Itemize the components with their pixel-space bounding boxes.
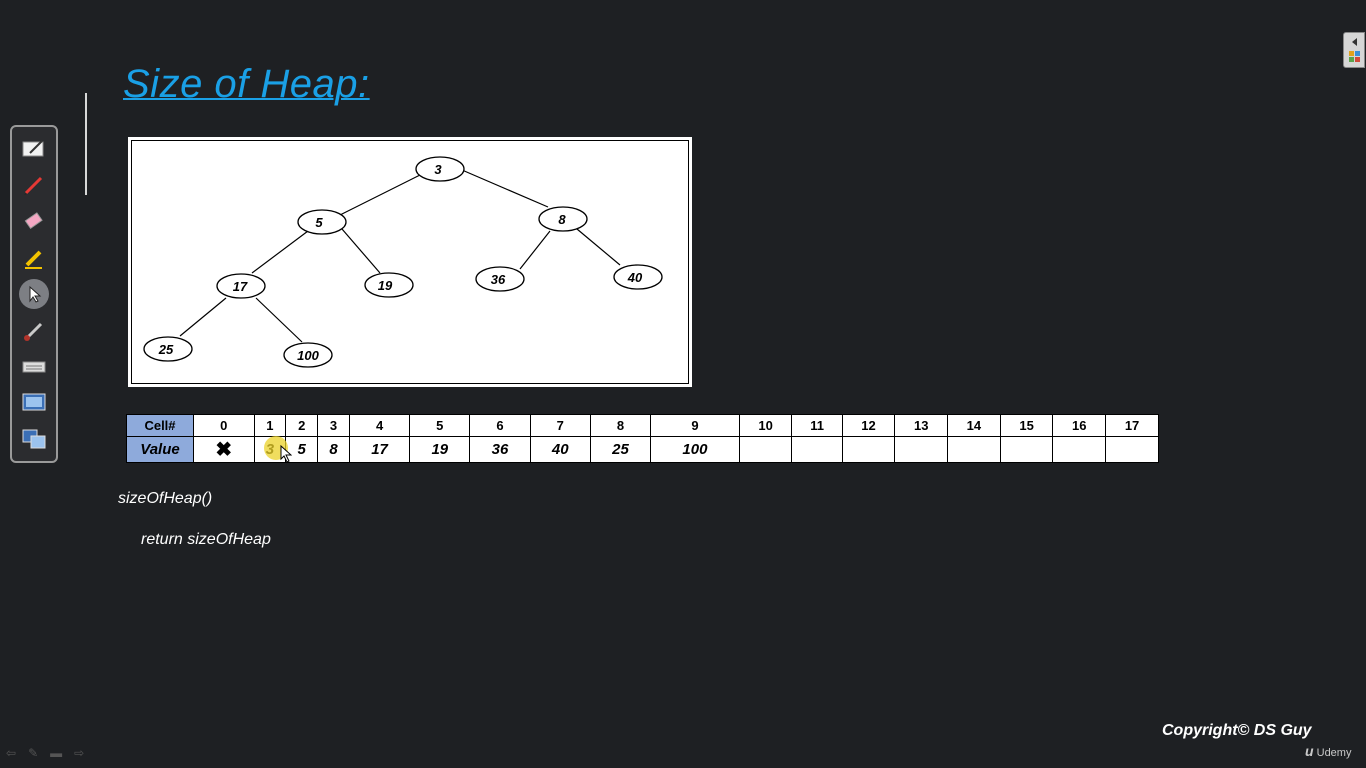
cell-index: 11 [791, 414, 843, 437]
slide-title: Size of Heap: [123, 62, 370, 106]
tree-node [364, 272, 414, 298]
tree-edge [576, 228, 621, 266]
cell-value: 8 [317, 436, 350, 463]
tree-node [283, 342, 333, 368]
copyright-text: Copyright© DS Guy [1162, 722, 1312, 739]
highlighter-icon[interactable] [19, 243, 49, 273]
tree-edge [339, 174, 421, 216]
cell-value [1105, 436, 1159, 463]
select-pointer-icon[interactable] [19, 279, 49, 309]
tree-edge [251, 230, 309, 274]
code-return-statement: return sizeOfHeap [141, 531, 271, 548]
cell-index: 9 [650, 414, 740, 437]
tree-node [216, 273, 266, 299]
tree-node [415, 156, 465, 182]
cell-index: 3 [317, 414, 350, 437]
row-header: Cell# [126, 414, 194, 437]
cell-value: 100 [650, 436, 740, 463]
tree-node-label: 25 [158, 342, 174, 357]
drawing-toolbar [10, 125, 58, 463]
switch-screen-icon[interactable] [19, 424, 49, 454]
back-arrow-icon[interactable]: ⇦ [6, 746, 17, 760]
tree-node [143, 336, 193, 362]
tree-node-label: 19 [378, 278, 393, 293]
tree-edge [255, 297, 303, 343]
brush-icon[interactable] [19, 316, 49, 346]
cell-index: 8 [589, 414, 652, 437]
cell-value [738, 436, 793, 463]
row-header: Value [126, 436, 194, 463]
cell-index: 4 [348, 414, 411, 437]
tree-edge [519, 230, 551, 270]
cell-value: 25 [589, 436, 652, 463]
tree-node-label: 36 [491, 272, 506, 287]
cell-index: 16 [1052, 414, 1107, 437]
cell-index: 13 [894, 414, 949, 437]
udemy-logo: u Udemy [1305, 743, 1352, 759]
tree-node [613, 264, 663, 290]
tree-node [538, 206, 588, 232]
tree-node-label: 17 [233, 279, 248, 294]
cell-value [894, 436, 949, 463]
keyboard-icon[interactable] [19, 352, 49, 382]
cell-index: 12 [841, 414, 896, 437]
cell-index: 17 [1105, 414, 1159, 437]
pen-small-icon[interactable]: ✎ [28, 746, 39, 760]
cell-value [947, 436, 1001, 463]
tree-edge [179, 297, 227, 337]
pen-icon[interactable] [19, 170, 49, 200]
forward-arrow-icon[interactable]: ⇨ [74, 746, 85, 760]
cell-index: 1 [253, 414, 287, 437]
cell-index: 0 [193, 414, 255, 437]
collapsed-panel-tab[interactable] [1343, 32, 1365, 68]
tree-node-label: 5 [315, 215, 323, 230]
code-function-signature: sizeOfHeap() [118, 490, 213, 507]
cell-value [841, 436, 896, 463]
cell-index: 15 [999, 414, 1054, 437]
tree-node-label: 8 [558, 212, 566, 227]
whiteboard-icon[interactable] [19, 134, 49, 164]
cell-index: 10 [738, 414, 793, 437]
cell-index: 2 [285, 414, 319, 437]
slide-nav: ⇦ ✎ ▬ ⇨ [6, 746, 84, 760]
cell-value [791, 436, 843, 463]
eraser-icon[interactable] [19, 207, 49, 237]
annotation-stroke [85, 93, 87, 195]
cell-value [1052, 436, 1107, 463]
cell-index: 14 [947, 414, 1001, 437]
cell-index: 6 [469, 414, 531, 437]
cell-value: 19 [409, 436, 471, 463]
tree-edge [461, 169, 549, 208]
panel-expand-icon [1349, 38, 1360, 62]
screen-capture-icon[interactable] [19, 388, 49, 418]
tree-node-label: 40 [627, 270, 643, 285]
heap-tree-diagram: 3 5 8 17 19 36 40 25 100 [128, 137, 692, 387]
cell-value: 40 [529, 436, 591, 463]
menu-icon[interactable]: ▬ [50, 746, 63, 760]
udemy-logo-text: Udemy [1316, 747, 1352, 759]
unused-cell-marker: ✖ [193, 436, 255, 463]
cell-index: 5 [409, 414, 471, 437]
tree-node-label: 100 [297, 348, 319, 363]
tree-node-label: 3 [434, 162, 442, 177]
tree-node [297, 209, 347, 235]
cell-value: 36 [469, 436, 531, 463]
tree-edge [341, 228, 381, 274]
tree-node [475, 266, 525, 292]
mouse-pointer-icon [280, 445, 292, 463]
cell-value [999, 436, 1054, 463]
cell-value: 17 [348, 436, 411, 463]
cell-index: 7 [529, 414, 591, 437]
